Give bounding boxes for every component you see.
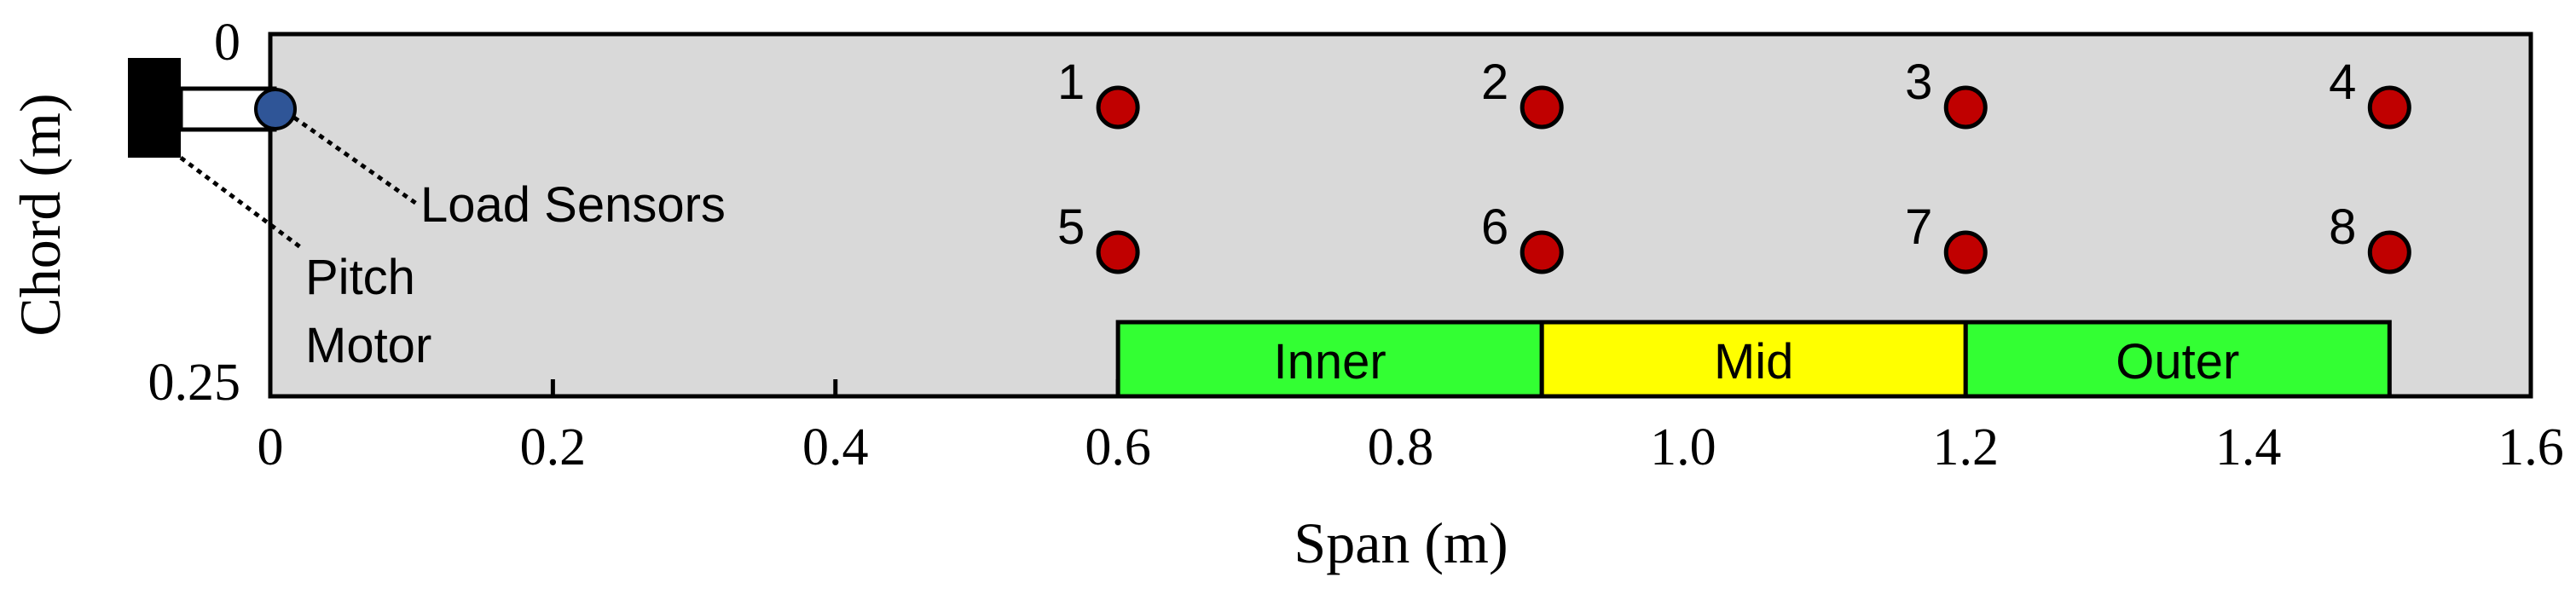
x-tick-label: 0 — [258, 418, 284, 476]
x-tick-label: 0.2 — [520, 418, 587, 476]
x-tick-label: 1.2 — [1933, 418, 2000, 476]
region-band-inner — [1115, 320, 1544, 399]
x-tick-label: 1.0 — [1650, 418, 1716, 476]
x-axis-tick-labels: 0 0.2 0.4 0.6 0.8 1.0 1.2 1.4 1.6 — [258, 418, 2564, 476]
pitch-motor-label-line2: Motor — [305, 318, 431, 373]
x-axis-title: Span (m) — [1294, 511, 1508, 575]
pressure-sensors: 1 2 3 4 5 6 7 8 — [1057, 55, 2411, 274]
region-band-mid — [1539, 320, 1968, 399]
sensor-marker-7 — [1943, 230, 1988, 274]
pitch-motor-block — [128, 58, 181, 158]
sensor-label-4: 4 — [2329, 55, 2356, 110]
sensor-label-1: 1 — [1057, 55, 1085, 110]
region-label-outer: Outer — [2116, 334, 2239, 389]
x-tick-label: 1.4 — [2215, 418, 2282, 476]
sensor-label-8: 8 — [2329, 199, 2356, 255]
sensor-marker-8 — [2367, 230, 2411, 274]
sensor-label-5: 5 — [1057, 199, 1085, 255]
sensor-label-6: 6 — [1481, 199, 1508, 255]
sensor-label-7: 7 — [1905, 199, 1932, 255]
x-tick-label: 0.6 — [1085, 418, 1151, 476]
sensor-marker-3 — [1943, 85, 1988, 130]
x-tick-label: 1.6 — [2498, 418, 2564, 476]
sensor-marker-5 — [1096, 230, 1140, 274]
x-tick-label: 0.4 — [802, 418, 869, 476]
load-sensors-label: Load Sensors — [420, 177, 726, 233]
y-axis-tick-labels: 00.25 — [148, 14, 241, 412]
sensor-label-2: 2 — [1481, 55, 1508, 110]
pitch-motor-assembly — [128, 58, 420, 251]
region-label-inner: Inner — [1274, 334, 1386, 389]
load-sensor-marker — [254, 88, 297, 130]
y-tick-label: 0.25 — [148, 354, 241, 412]
sensor-marker-1 — [1096, 85, 1140, 130]
sensor-label-3: 3 — [1905, 55, 1932, 110]
load-sensors-leader-line — [292, 115, 420, 207]
sensor-marker-4 — [2367, 85, 2411, 130]
pitch-motor-label-line1: Pitch — [305, 250, 415, 305]
x-tick-label: 0.8 — [1368, 418, 1434, 476]
pitch-motor-shaft — [178, 86, 277, 132]
region-label-mid: Mid — [1714, 334, 1793, 389]
sensor-marker-6 — [1520, 230, 1564, 274]
region-band-outer — [1963, 320, 2392, 399]
y-tick-label: 0 — [214, 14, 240, 72]
sensor-marker-2 — [1520, 85, 1564, 130]
y-axis-title: Chord (m) — [8, 93, 72, 336]
pitch-motor-leader-line — [179, 155, 304, 251]
span-regions: Inner Mid Outer — [1115, 320, 2392, 399]
